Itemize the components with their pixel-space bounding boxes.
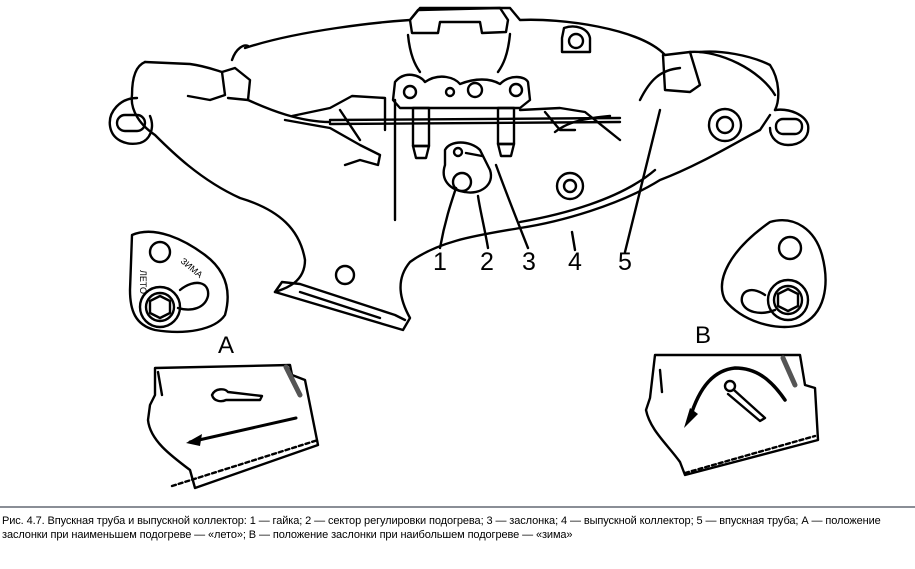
view-a-summer <box>146 363 320 490</box>
sector-detail-left: ЗИМА ЛЕТО <box>128 230 229 334</box>
technical-drawing: ЗИМА ЛЕТО <box>108 6 827 490</box>
callout-1: 1 <box>433 248 447 276</box>
sector-detail-right <box>720 219 827 329</box>
view-label-a: A <box>218 332 235 359</box>
callout-5: 5 <box>618 248 632 276</box>
view-label-b: B <box>695 322 712 349</box>
callout-4: 4 <box>568 248 582 276</box>
callout-2: 2 <box>480 248 494 276</box>
view-b-winter <box>644 353 820 477</box>
mark-leto-left: ЛЕТО <box>138 270 148 294</box>
figure-caption: Рис. 4.7. Впускная труба и выпускной кол… <box>2 515 881 541</box>
manifold-assembly <box>108 6 810 332</box>
mark-zima-left: ЗИМА <box>179 256 205 280</box>
callout-3: 3 <box>522 248 536 276</box>
caption-divider <box>0 506 915 508</box>
